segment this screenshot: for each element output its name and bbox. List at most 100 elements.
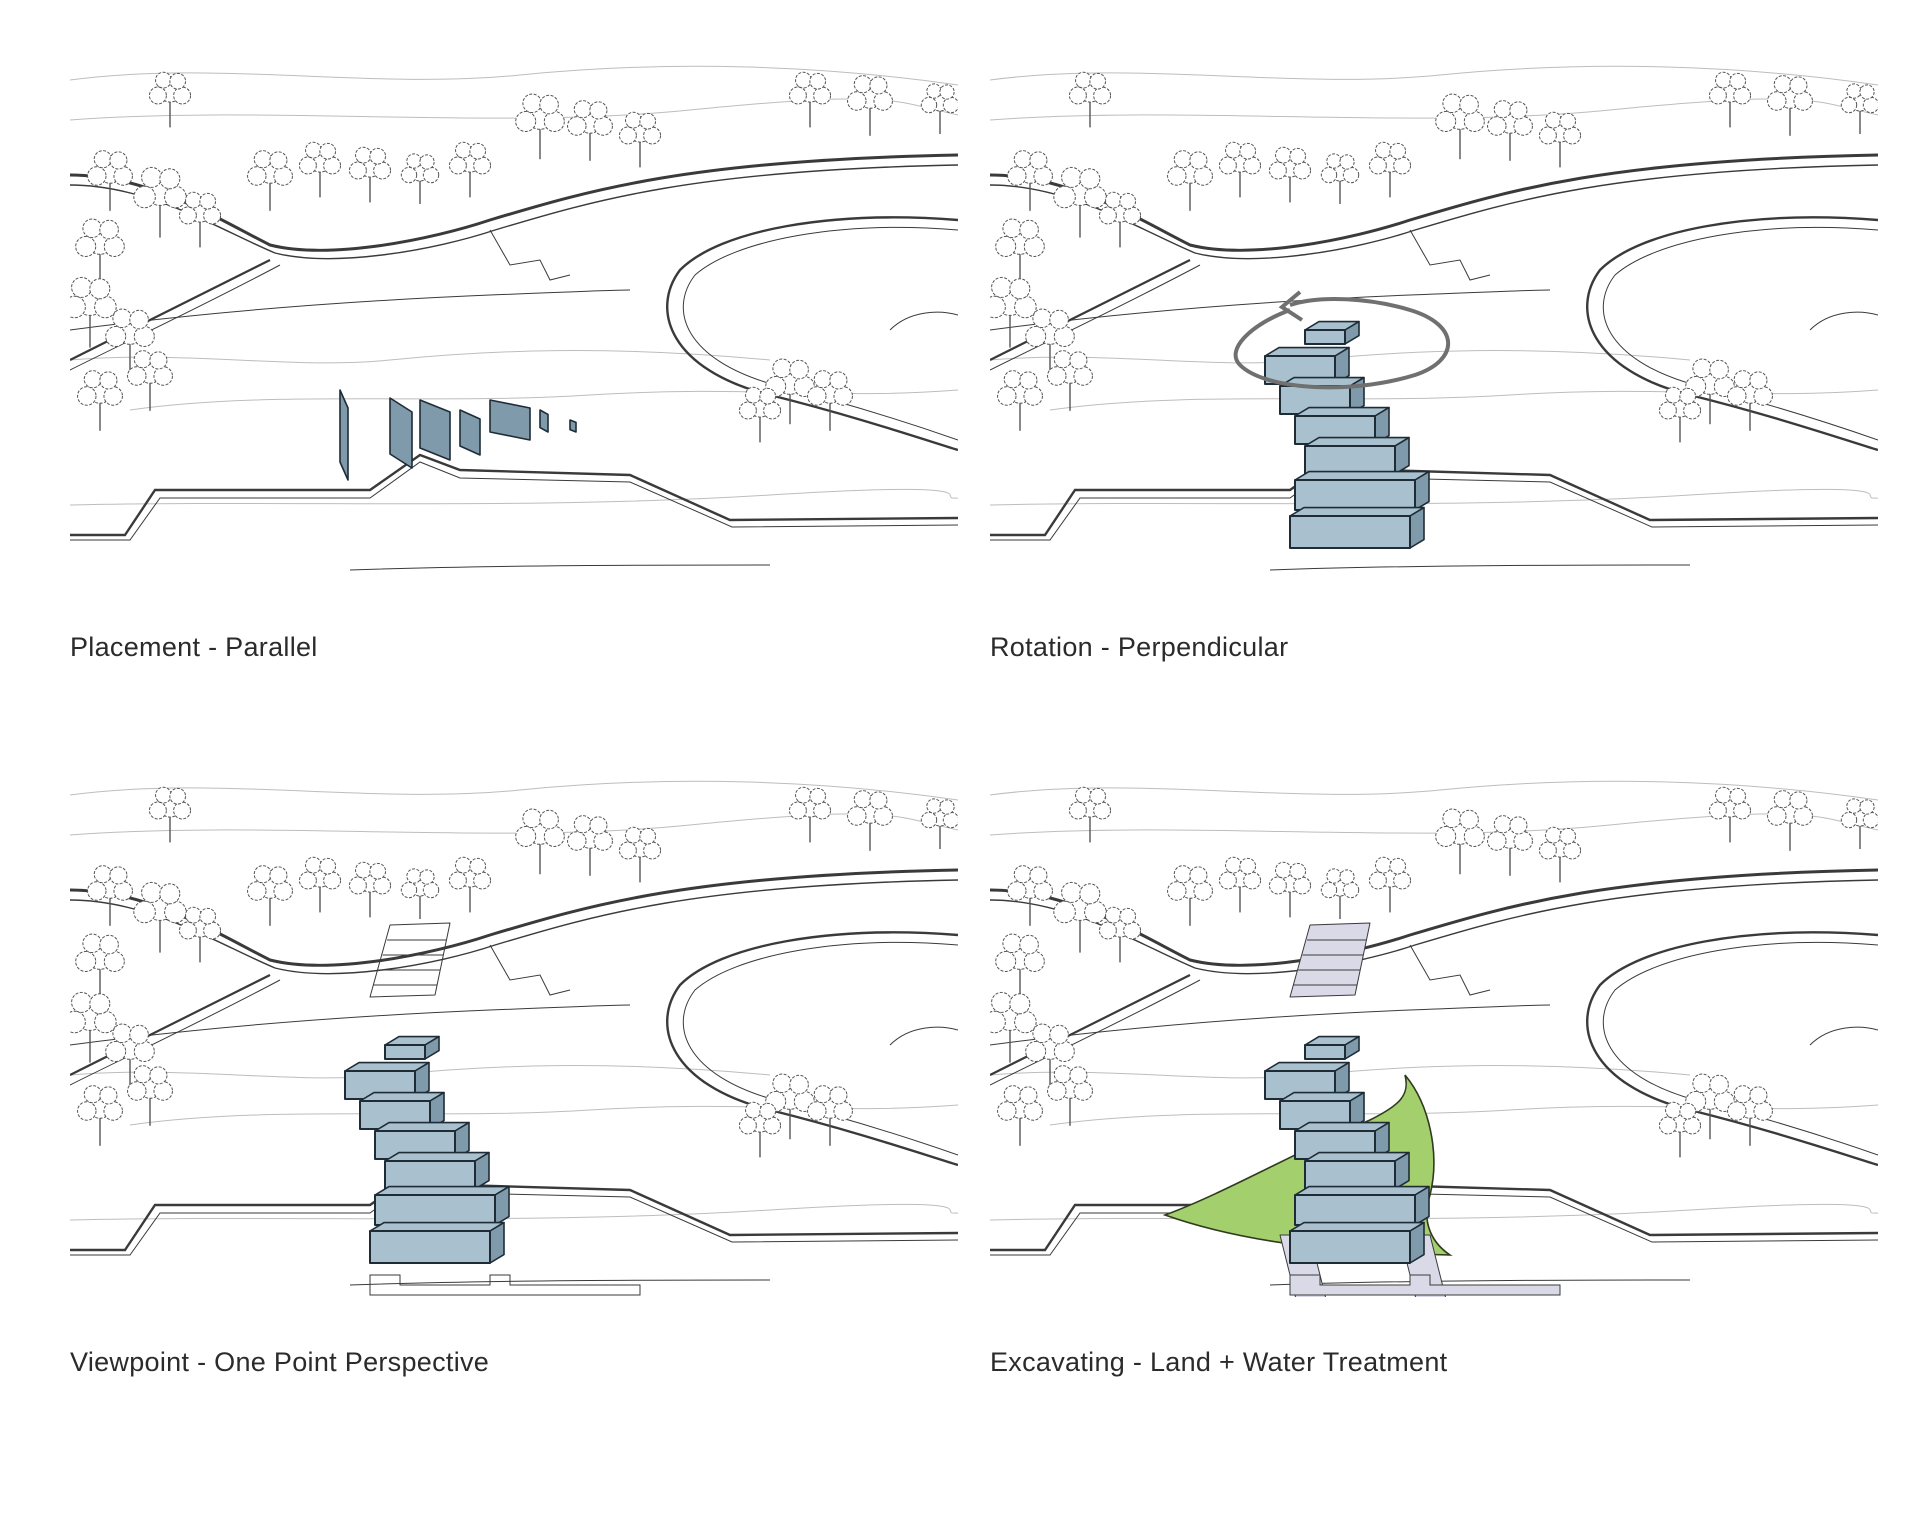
massing-wall (419, 399, 451, 461)
tree-icon (920, 798, 958, 849)
tree-icon (133, 881, 187, 953)
tree-icon (448, 141, 492, 198)
tree-icon (70, 991, 117, 1063)
massing-top (1289, 506, 1425, 517)
lower-terrace-path (1289, 1274, 1561, 1296)
massing-top (1294, 1185, 1430, 1196)
rotation-arc (1233, 296, 1451, 390)
massing-block (1294, 479, 1416, 511)
diagonal-path (990, 264, 1201, 371)
terrace-bottom (349, 564, 771, 571)
contour-line (70, 780, 958, 801)
tree-icon (567, 815, 613, 876)
pedestrian-paths (1279, 922, 1561, 1297)
massing-block (1304, 1160, 1396, 1190)
pond-inner (1809, 1026, 1878, 1046)
tree-icon (1368, 141, 1412, 198)
tree-icon (567, 100, 613, 161)
massing-block (374, 1194, 496, 1226)
site-drawing-placement (70, 65, 958, 571)
tree-group (990, 786, 1878, 1158)
tree-icon (847, 75, 893, 136)
tree-group (70, 786, 958, 1158)
site-drawing-viewpoint (70, 780, 958, 1296)
tree-icon (1538, 826, 1582, 883)
terrace-edge (70, 461, 958, 541)
pond-edge (666, 216, 958, 452)
terrace-bottom (1269, 564, 1691, 571)
panel-rotation (990, 60, 1878, 582)
tree-icon (738, 1101, 782, 1158)
lawn-edge (70, 1004, 631, 1046)
panel-excavating (990, 775, 1878, 1297)
massing-wall (459, 409, 481, 456)
tree-icon (127, 1065, 173, 1126)
tree-icon (990, 276, 1037, 348)
stair-structure (1409, 944, 1491, 996)
tree-icon (847, 790, 893, 851)
pond-edge (666, 931, 958, 1167)
tree-icon (1708, 786, 1752, 843)
caption-placement: Placement - Parallel (70, 632, 318, 662)
tree-icon (1658, 1101, 1702, 1158)
site-drawing-excavating (990, 780, 1878, 1297)
tree-icon (148, 71, 192, 128)
tree-icon (148, 786, 192, 843)
massing-block (1294, 1194, 1416, 1226)
site-base (990, 65, 1878, 571)
diagonal-path (70, 259, 271, 361)
tree-icon (1708, 71, 1752, 128)
pond-edge (1602, 226, 1878, 441)
diagonal-path (70, 974, 271, 1076)
massing-top (384, 1151, 490, 1162)
tree-icon (1007, 150, 1053, 211)
massing-top (1304, 1151, 1410, 1162)
stair-structure (489, 229, 571, 281)
contour-line (990, 1203, 1878, 1221)
caption-excavating: Excavating - Land + Water Treatment (990, 1347, 1448, 1377)
tree-icon (1047, 350, 1093, 411)
tree-icon (1727, 370, 1773, 431)
diagonal-path (990, 974, 1191, 1076)
pond-edge (1602, 941, 1878, 1156)
massing-top (374, 1121, 470, 1132)
caption-viewpoint: Viewpoint - One Point Perspective (70, 1347, 490, 1377)
massing-top (1294, 1121, 1390, 1132)
tree-icon (1098, 906, 1142, 963)
tree-icon (1167, 865, 1213, 926)
terrace-bottom (349, 1279, 771, 1286)
tree-icon (105, 1023, 155, 1090)
massing-block (1289, 1230, 1411, 1264)
diagonal-path (70, 264, 281, 371)
tree-icon (515, 93, 565, 160)
tree-icon (618, 826, 662, 883)
massing-top (1304, 436, 1410, 447)
tree-icon (1767, 75, 1813, 136)
massing-wall (489, 399, 531, 441)
panel-placement (70, 60, 958, 582)
tree-icon (1053, 881, 1107, 953)
tree-icon (1685, 358, 1735, 425)
tree-icon (1268, 146, 1312, 203)
pond-inner (889, 311, 958, 331)
pond-edge (682, 941, 958, 1156)
site-drawing-rotation (990, 65, 1878, 571)
massing-block (384, 1044, 426, 1060)
tree-icon (348, 146, 392, 203)
pond-inner (1809, 311, 1878, 331)
tree-icon (87, 150, 133, 211)
pond-edge (1586, 931, 1878, 1167)
tree-icon (997, 1085, 1043, 1146)
tree-icon (515, 808, 565, 875)
tree-icon (127, 350, 173, 411)
tree-icon (765, 1073, 815, 1140)
tree-icon (1268, 861, 1312, 918)
tree-icon (105, 308, 155, 375)
pond-edge (682, 226, 958, 441)
diagonal-path (990, 259, 1191, 361)
tree-icon (920, 83, 958, 134)
tree-icon (348, 861, 392, 918)
massing-stacked (1264, 320, 1430, 549)
contour-line (990, 65, 1878, 86)
pond-edge (1586, 216, 1878, 452)
